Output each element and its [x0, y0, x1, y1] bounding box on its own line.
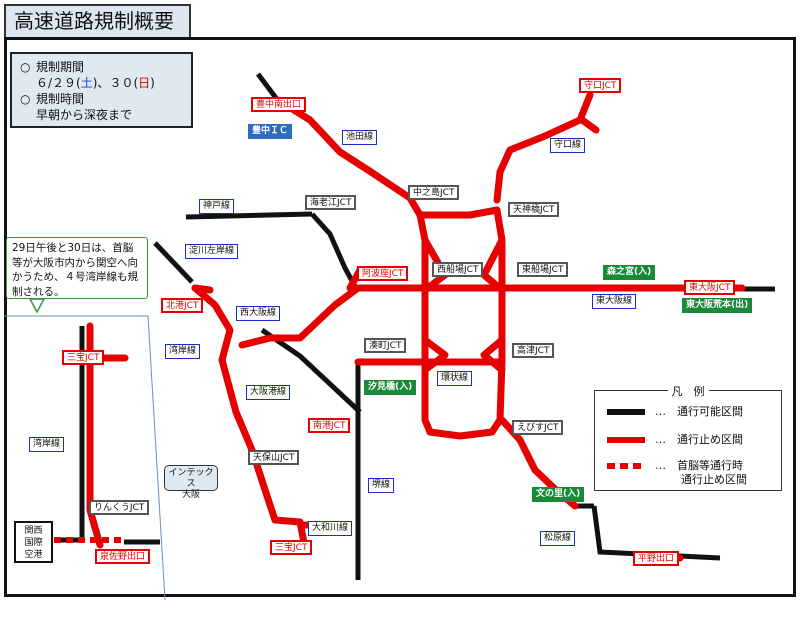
period-day-2: 日 [138, 76, 151, 90]
kansai-line-2: 国際 [24, 538, 43, 548]
kozu-jct: 高津JCT [512, 343, 555, 358]
matsubara-line-label: 松原線 [540, 531, 576, 546]
intex-line-2: 大阪 [181, 490, 200, 500]
izumisano-exit: 泉佐野出口 [95, 549, 151, 564]
nakanoshima-jct: 中之島JCT [408, 185, 460, 200]
period-date-1: ６/２９ [36, 76, 77, 90]
moriguchi-line-label: 守口線 [550, 138, 586, 153]
tengachaya-jct: 天保山JCT [248, 450, 300, 465]
loop-west-closed [416, 211, 434, 436]
nanko-jct: 南港JCT [308, 418, 351, 433]
legend-dots: … [655, 459, 666, 472]
toyonaka-minami-exit: 豊中南出口 [251, 97, 307, 112]
minatomachi-jct: 湊町JCT [364, 338, 407, 353]
ebie-jct: 海老江JCT [305, 195, 357, 210]
nishiosaka-line-label: 西大阪線 [236, 306, 281, 321]
sakai-line-label: 堺線 [368, 478, 395, 493]
time-label: 規制時間 [36, 92, 85, 106]
awaza-jct: 阿波座JCT [357, 266, 409, 281]
legend-dashed-swatch [607, 463, 645, 469]
intex-osaka-box: インテックス 大阪 [164, 465, 218, 500]
moriguchi-jct: 守口JCT [579, 78, 622, 93]
intex-line-1: インテックス [168, 468, 214, 489]
period-date-2: ３０ [109, 76, 134, 90]
yodogawa-line-label: 淀川左岸線 [185, 244, 239, 259]
kansai-line-1: 関西 [24, 526, 43, 536]
ikeda-line-label: 池田線 [342, 130, 378, 145]
ebisu-jct: えびすJCT [512, 420, 564, 435]
osakako-closed [191, 284, 214, 294]
bunnosato-entrance: 文の里(入) [532, 487, 585, 502]
higashiosaka-jct: 東大阪JCT [684, 280, 736, 295]
tenjinbashi-jct: 天神橋JCT [508, 202, 560, 217]
moriguchi-line-closed [493, 91, 594, 204]
loop-south-closed [426, 428, 496, 440]
period-day-1: 土 [80, 76, 93, 90]
toyonaka-ic: 豊中ＩＣ [248, 124, 293, 139]
bullet-icon: ○ [20, 92, 31, 106]
wangan-line-label: 湾岸線 [165, 344, 201, 359]
higashisenba-jct: 東船場JCT [517, 262, 569, 277]
toyonaka-open-segment [256, 72, 278, 100]
legend-dashed-label-1: 首脳等通行時 [677, 459, 743, 472]
legend-dashed-label-2: 通行止め区間 [681, 473, 747, 486]
page-title: 高速道路規制概要 [4, 4, 191, 38]
legend-box: 凡 例 … 通行可能区間 … 通行止め区間 … 首脳等通行時 通行止め区間 [594, 385, 782, 491]
callout-pointer [28, 298, 46, 314]
morinomiya-entrance: 森之宮(入) [603, 265, 656, 280]
loop-east-closed [488, 206, 506, 436]
regulation-info-box: ○規制期間 ６/２９(土)、３０(日) ○規制時間 早朝から深夜まで [10, 52, 193, 128]
sanpo-jct: 三宝JCT [270, 540, 313, 555]
inset-boundary [4, 315, 166, 601]
kitako-jct: 北港JCT [161, 298, 204, 313]
time-value: 早朝から深夜まで [36, 108, 133, 122]
yamatogawa-line-label: 大和川線 [308, 521, 353, 536]
yodogawa-west-open [153, 241, 194, 284]
kansai-airport-box: 関西 国際 空港 [14, 521, 53, 563]
kansai-line-3: 空港 [24, 550, 43, 560]
legend-open-swatch [607, 409, 645, 415]
moriguchi-spur-closed [578, 116, 600, 134]
legend-closed-label: 通行止め区間 [677, 433, 743, 446]
kitako-closed [191, 284, 309, 552]
kobe-line-open [185, 211, 313, 220]
sanpo-jct-inset: 三宝JCT [62, 350, 105, 365]
legend-title: 凡 例 [667, 385, 709, 398]
legend-dots: … [655, 433, 666, 446]
period-label: 規制期間 [36, 60, 85, 74]
legend-dots: … [655, 405, 666, 418]
wangan-line-inset-label: 湾岸線 [29, 437, 65, 452]
higashiosaka-aramoto-exit: 東大阪荒本(出) [682, 298, 753, 313]
higashiosaka-line-label: 東大阪線 [592, 294, 637, 309]
rinku-jct: りんくうJCT [89, 500, 150, 515]
shiomibashi-entrance: 汐見橋(入) [364, 380, 417, 395]
kanjo-line-label: 環状線 [437, 371, 473, 386]
kobe-east-closed [416, 206, 501, 219]
nishisenba-jct: 西船場JCT [432, 262, 484, 277]
kobe-line-label: 神戸線 [199, 199, 235, 214]
hirano-exit: 平野出口 [633, 551, 680, 566]
ikeda-line-closed [274, 96, 424, 219]
osakako-line-label: 大阪港線 [246, 385, 291, 400]
legend-open-label: 通行可能区間 [677, 405, 743, 418]
wangan-note-callout: 29日午後と30日は、首脳等が大阪市内から関空へ向かうため、４号湾岸線も規制され… [6, 237, 148, 299]
legend-closed-swatch [607, 437, 645, 443]
bullet-icon: ○ [20, 60, 31, 74]
nishiosaka-closed [238, 284, 362, 349]
